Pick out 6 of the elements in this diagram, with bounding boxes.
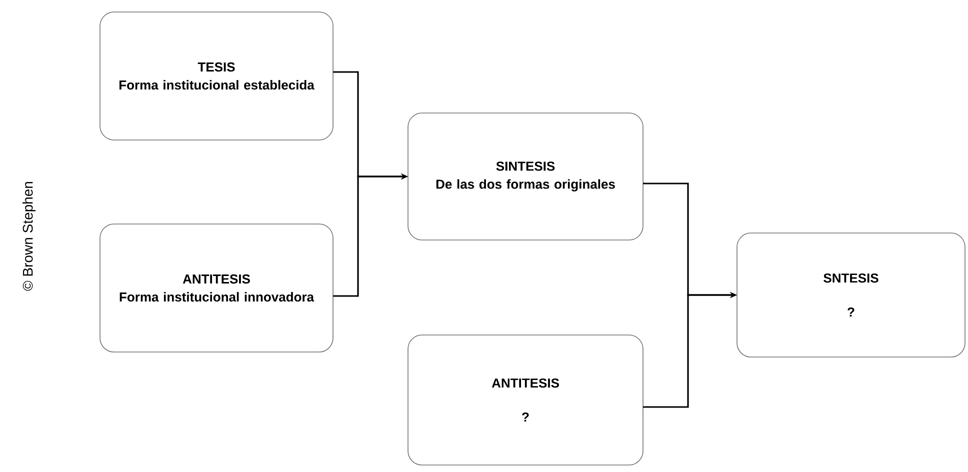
process-box: ANTITESIS ? — [408, 334, 644, 466]
process-box: ANTITESIS Forma institucional innovadora — [100, 224, 334, 352]
process-box: TESIS Forma institucional establecida — [100, 12, 334, 140]
credit-text: © Brown Stephen — [22, 182, 36, 291]
process-box: SNTESIS ? — [736, 232, 966, 358]
process-box: SINTESIS De las dos formas originales — [408, 112, 644, 240]
